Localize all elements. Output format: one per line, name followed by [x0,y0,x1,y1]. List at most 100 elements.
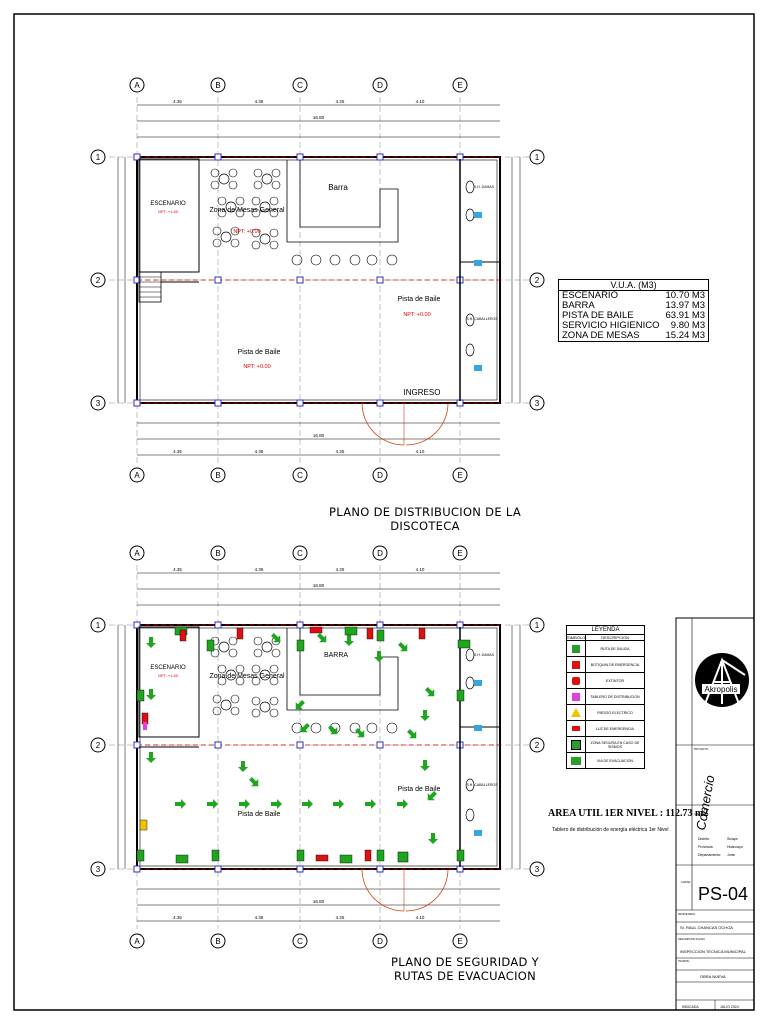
axis-bubble [452,545,468,561]
chair [212,694,222,704]
axis-bubble [129,545,145,561]
province-label: Provincia: [698,845,713,849]
structural-column [376,741,384,749]
women-restroom-label: S.H. DAMAS [474,185,495,189]
axis-bubble [129,467,145,483]
logo-band [702,684,740,694]
evacuation-arrow [365,799,376,809]
axis-bubble [129,933,145,949]
chair [269,676,279,686]
electric-panel [143,722,147,730]
safe-zone-sign [456,689,465,702]
extinguisher-sign [236,627,244,640]
evacuation-arrow [249,777,259,787]
legend-label: ZONA SEGURA EN CASO DE SISMOS [590,740,640,749]
chair [269,708,279,718]
legend-row: LUZ DE EMERGENCIA [567,721,644,737]
bar-stool [291,722,303,734]
table [261,641,273,653]
door-swing [361,868,405,912]
evacuation-route-icon [571,756,581,765]
chair [230,706,240,716]
scale-value: INDICADA [682,1005,699,1009]
dimension-text: 16.80 [313,115,325,120]
axis-label: A [134,81,140,90]
axis-label: 3 [535,399,540,408]
dance-upper-label: Pista de Baile [398,296,441,303]
stage-label: ESCENARIO [150,201,186,207]
safe-zone-sign [296,639,305,652]
door-swing [361,402,405,446]
dimension-text: 4.10 [416,915,425,920]
plate-label: LAMINA: [681,881,691,884]
evacuation-arrow [207,799,218,809]
legend-row: RUTA DE SALIDA [567,641,644,657]
stage-level: NPT: +1.50 [158,209,179,214]
bar-stool [386,722,398,734]
evacuation-arrow [271,633,281,643]
chair [217,208,227,218]
table [259,201,271,213]
structural-column [214,153,222,161]
sheet-border [13,13,755,1011]
structural-column [214,399,222,407]
axis-bubble [372,77,388,93]
chair [230,238,240,248]
chair [210,180,220,190]
plan2-title-line2: RUTAS DE EVACUACION [393,969,537,983]
axis-bubble [90,272,106,288]
structural-column [296,865,304,873]
legend-label: RIESGO ELECTRICO [597,710,633,715]
dimension-text: 4.35 [173,915,182,920]
sink [474,830,482,836]
location-label: UBICACION: [694,813,709,816]
toilet [465,778,475,792]
axis-bubble [90,149,106,165]
table [259,669,271,681]
axis-bubble [210,545,226,561]
evacuation-arrow [425,687,435,697]
axis-bubble [129,77,145,93]
table [218,173,230,185]
men-restroom-label: S.H. CABALLEROS [466,783,498,787]
axis-bubble [292,933,308,949]
axis-label: D [377,549,383,558]
table [218,641,230,653]
dimension-text: 4.25 [336,915,345,920]
axis-bubble [292,545,308,561]
project-label: PROYECTO: [694,748,709,751]
dimension-text: 4.35 [173,567,182,572]
chair [212,238,222,248]
chair [217,196,227,206]
axis-bubble [452,933,468,949]
chair [269,696,279,706]
evacuation-arrow [344,635,354,646]
legend-row: VIA DE EVACUACION [567,753,644,768]
axis-label: 3 [96,865,101,874]
project-category: Comercio [693,774,717,831]
axis-label: A [134,471,140,480]
evacuation-arrow [302,799,313,809]
dimension-text: 4.35 [173,99,182,104]
bar-stool [349,254,361,266]
evacuation-arrow [398,642,408,652]
structural-column [296,399,304,407]
vua-title: V.U.A. (M3) [557,279,710,291]
chair [271,648,281,658]
evacuation-arrow [428,833,438,844]
extinguisher-icon [572,676,580,685]
safe-zone-sign [211,849,220,862]
vua-name: PISTA DE BAILE [562,310,634,321]
bar-stool [349,722,361,734]
owner-value: Sr. RAUL CHANCAS OCHOA [680,925,733,930]
tables-label: Zona de Mesas General [209,207,285,214]
axis-label: 3 [96,399,101,408]
dance-upper-level: NPT: +0.00 [403,312,430,318]
department-value: Junin [727,853,735,857]
safe-zone-sign [296,849,305,862]
safe-zone-icon [571,739,581,750]
